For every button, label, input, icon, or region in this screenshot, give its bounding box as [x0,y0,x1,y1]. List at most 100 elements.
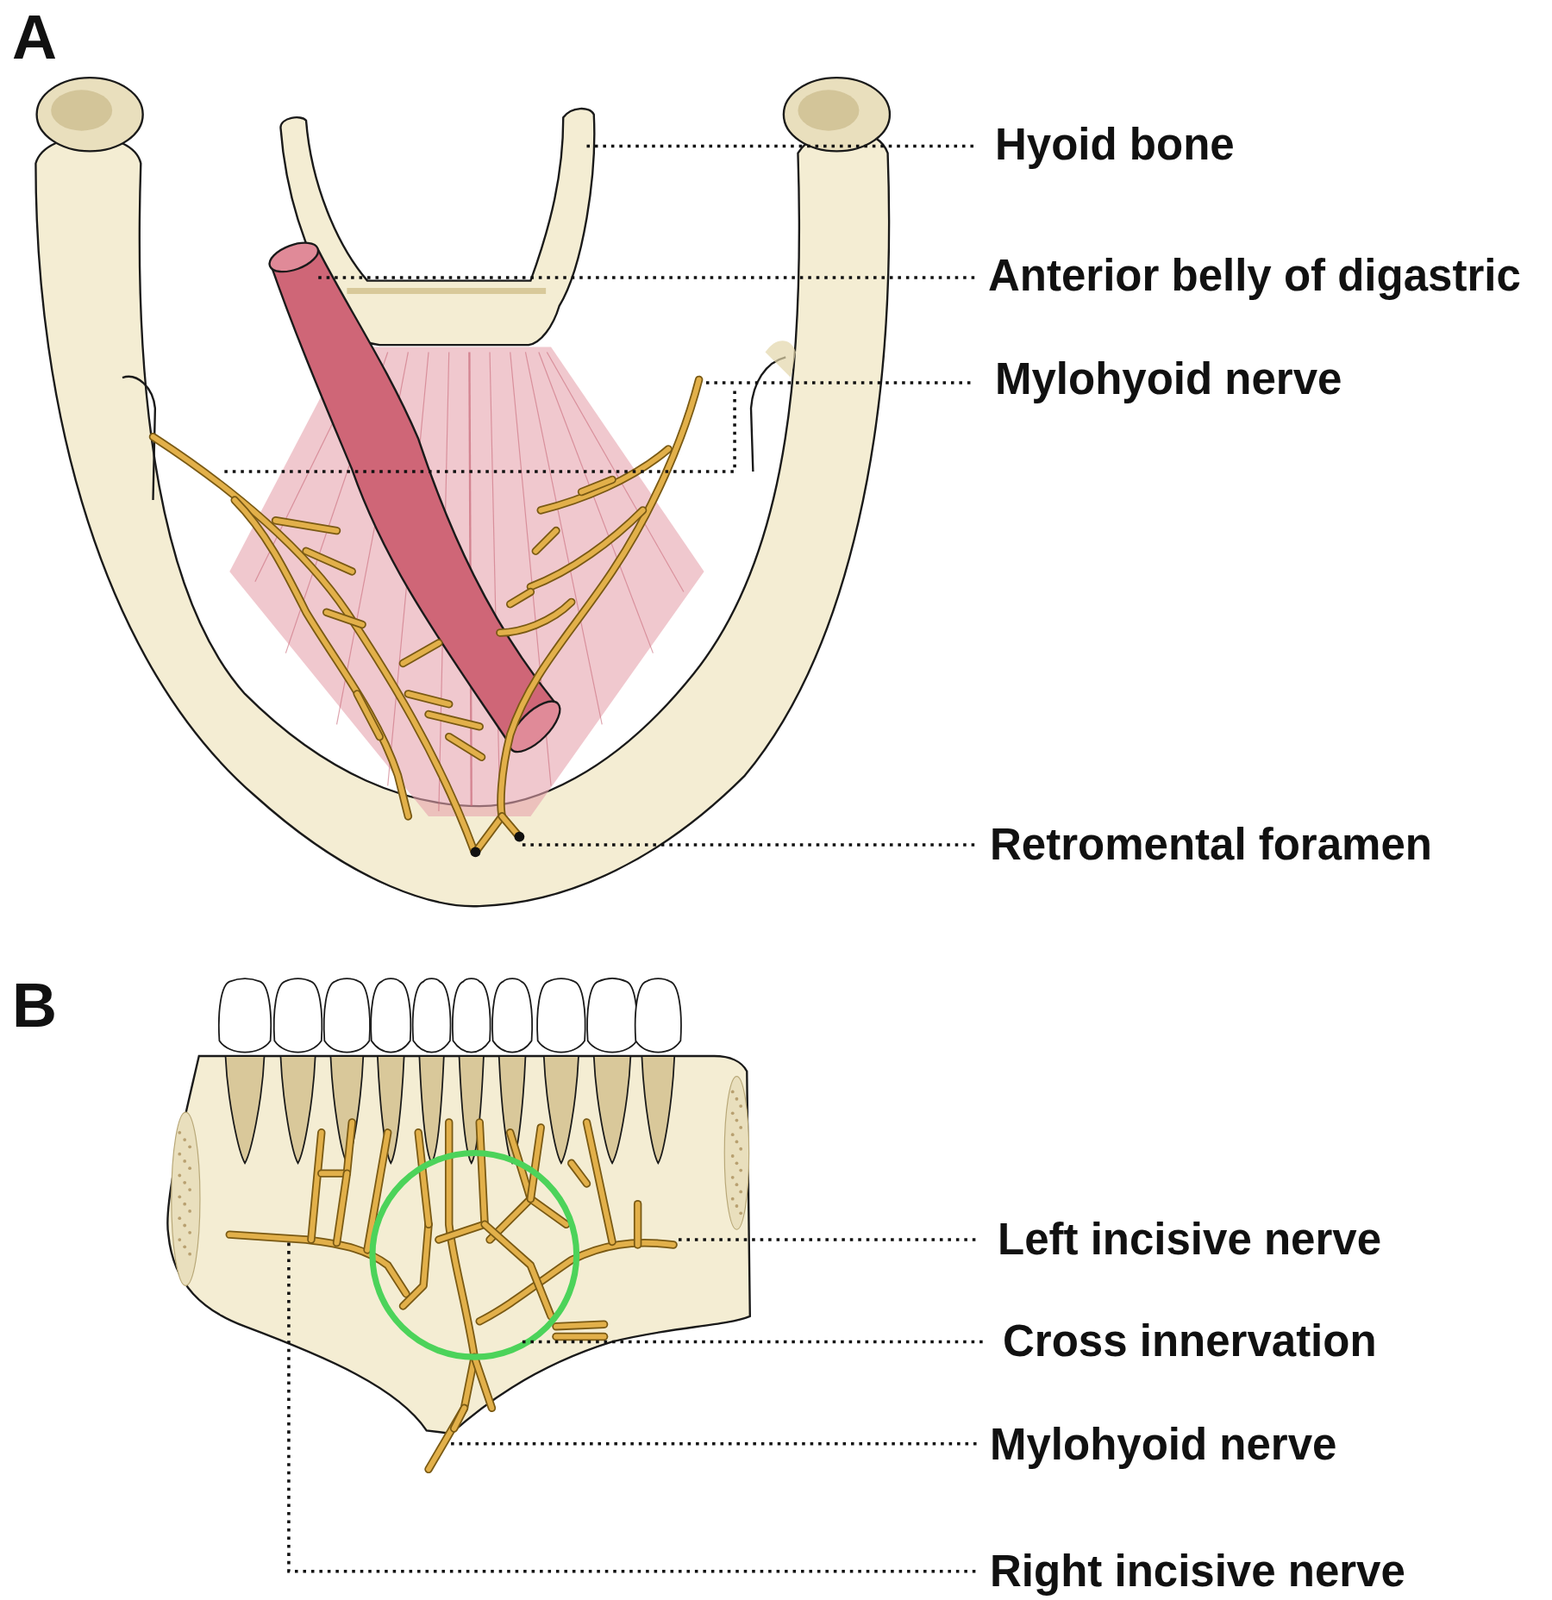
mandible-inferior [35,77,890,907]
bone-speckle [738,1147,743,1152]
nerve [234,500,408,817]
nerve [510,592,532,605]
nerve [337,1173,348,1243]
tooth-root [280,1056,315,1164]
bone-speckle [177,1174,182,1178]
tooth-crown [413,978,451,1053]
nerve-outline [356,694,380,738]
highlight-circle [372,1152,577,1358]
nerve-outline [484,1224,551,1317]
nerve [275,520,338,532]
nerve [311,1132,322,1240]
bone-speckle [731,1090,735,1095]
tooth-root [641,1056,675,1164]
nerve-outline [311,1132,322,1240]
bone-speckle [187,1209,192,1214]
retromental-foramen [513,832,525,843]
nerve [535,531,557,552]
mandible-anterior [171,1112,201,1286]
nerve-outline [418,1132,429,1226]
nerve [402,1224,429,1307]
bone-speckle [182,1224,187,1228]
nerve [407,694,449,705]
nerve-outline [428,1122,475,1470]
tooth-crown [587,978,638,1053]
nerve-outline [556,1332,605,1341]
bone-speckle [177,1238,182,1242]
nerve [484,1224,551,1317]
nerve-outline [153,437,476,853]
mandible-inferior [750,356,786,472]
nerve [428,714,480,727]
mylohyoid-muscle [525,351,602,725]
leader-line [586,144,975,149]
bone-speckle [187,1252,192,1257]
digastric-anterior-belly [265,237,568,760]
bone-speckle [738,1169,743,1173]
nerve-outline [582,479,614,492]
nerve [556,1324,605,1327]
nerve [571,1163,588,1184]
part-label: Anterior belly of digastric [988,250,1521,302]
nerve-outline [428,714,480,727]
nerve-outline [586,1122,613,1242]
nerve [530,1127,541,1200]
nerve-outline [438,1122,485,1240]
leader-line [224,145,975,845]
bone-speckle [187,1166,192,1171]
bone-speckle [731,1132,735,1137]
part-label: Hyoid bone [995,119,1235,171]
nerve-outline [326,612,363,625]
bone-speckle [187,1231,192,1235]
tooth-crown [492,978,532,1053]
mandible-inferior [37,77,144,151]
nerve [586,1122,613,1242]
bone-speckle [731,1176,735,1180]
nerve-outline [449,737,482,758]
nerve [321,1122,353,1174]
nerve-outline [489,1132,531,1240]
bone-speckle [738,1126,743,1130]
nerve [306,550,352,572]
nerve-outline [454,1408,465,1429]
nerve [449,737,482,758]
leader-line [288,1243,980,1572]
tooth-crown [219,978,271,1053]
nerve-outline [540,449,669,511]
nerve [326,612,363,625]
incisive-nerve-drawing [229,1122,674,1470]
nerve-outline [556,1324,605,1327]
nerve-outline [306,550,352,572]
bone-speckle [187,1145,192,1149]
nerve [454,1408,465,1429]
nerve-outline [530,1127,541,1200]
mandible-anterior [167,978,750,1434]
bone-speckle [735,1204,739,1208]
nerve [153,437,476,853]
nerve-outline [402,1224,429,1307]
panel-letter: B [12,970,57,1042]
nerve-outline [321,1122,353,1174]
bone-speckle [731,1111,735,1115]
nerve [635,1204,641,1246]
retromental-foramen [470,846,482,858]
mandible-inferior [35,130,889,907]
bone-speckle [735,1140,739,1145]
digastric-anterior-belly [270,250,557,745]
nerve-outline [234,500,408,817]
tooth-crown [370,978,411,1053]
bone-speckle [738,1211,743,1215]
tooth-crown [537,978,586,1053]
tooth-root [544,1056,579,1164]
bone-speckle [182,1245,187,1249]
nerve-outline [530,510,643,588]
nerve-outline [402,643,439,664]
nerve-outline [510,592,532,605]
leader-line [450,1442,980,1446]
hyoid-bone [346,287,546,295]
nerve-outline [500,379,700,817]
leader-line [522,1340,985,1345]
digastric-anterior-belly [265,237,322,278]
mandible-inferior [783,77,890,151]
